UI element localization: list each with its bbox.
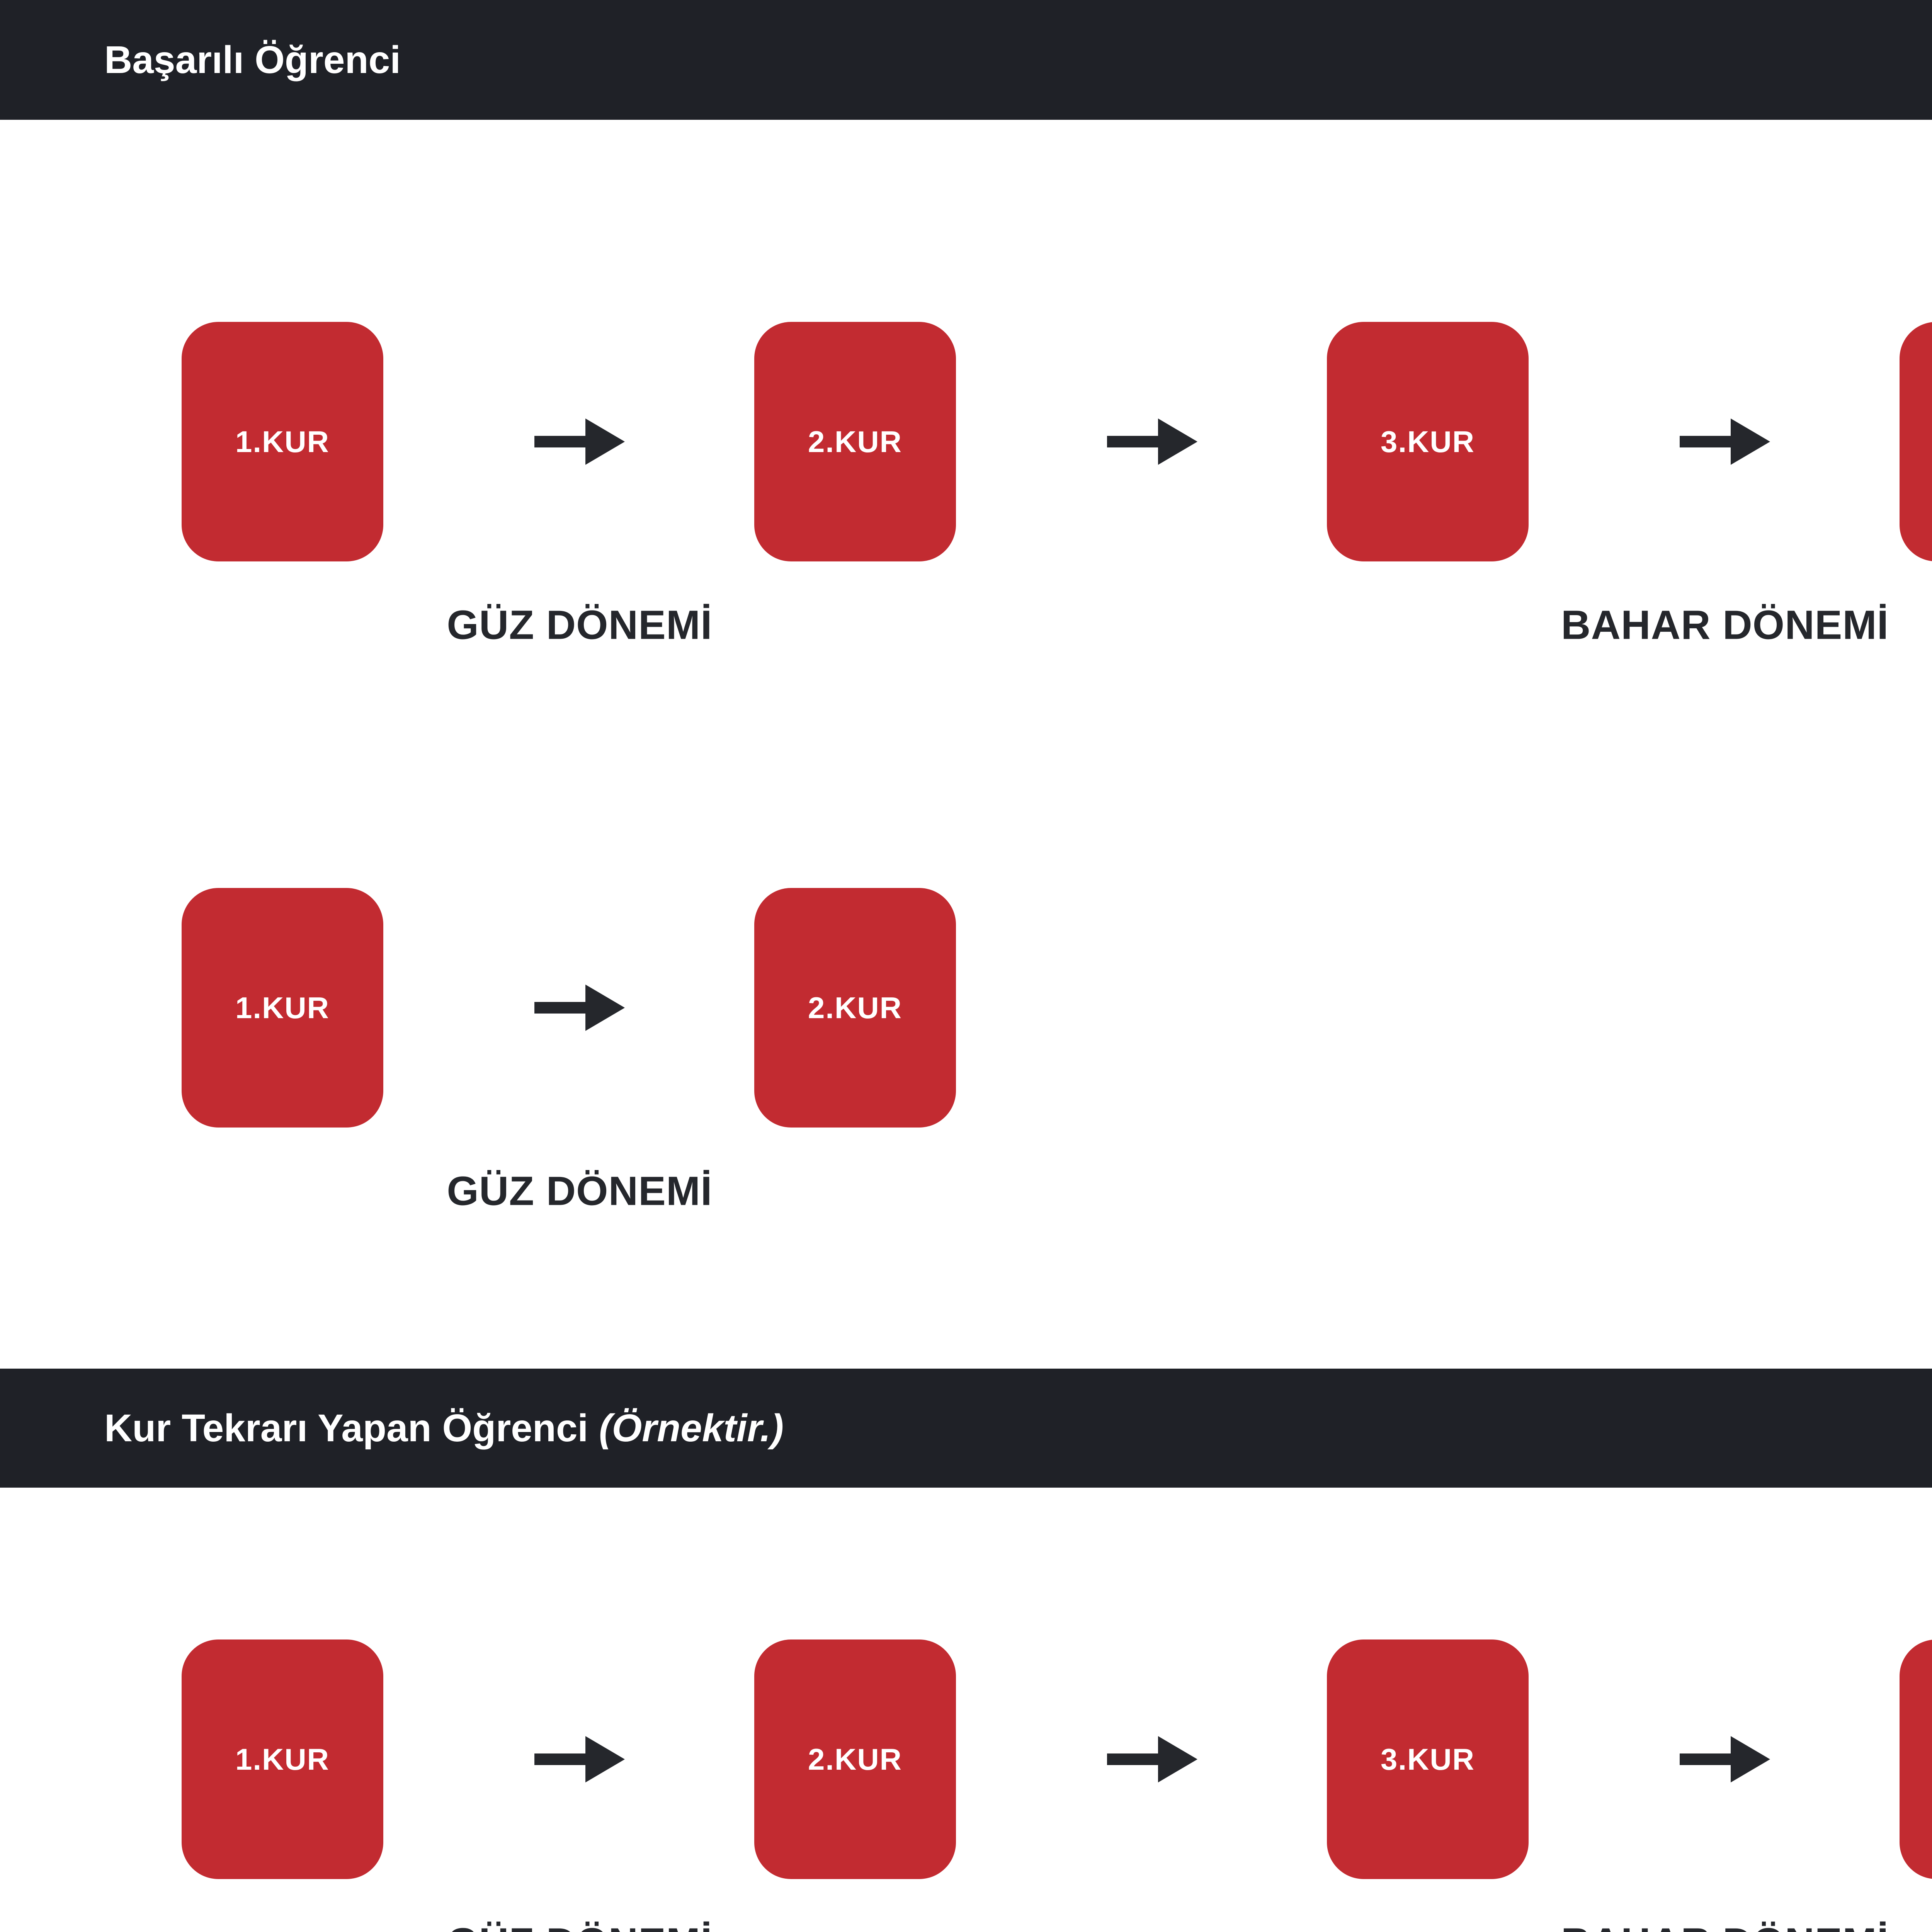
kur-box-label: 1.KUR: [235, 424, 330, 459]
arrow-right-icon: [534, 985, 625, 1031]
kur-box-2: 2.KUR: [754, 888, 956, 1128]
kur-box-4: 4.KUR: [1900, 1639, 1932, 1879]
kur-box-label: 3.KUR: [1380, 1742, 1475, 1776]
kur-box-3: 3.KUR: [1327, 1639, 1529, 1879]
kur-box-label: 2.KUR: [808, 990, 903, 1025]
semester-label-spring: BAHAR DÖNEMİ: [1561, 602, 1889, 648]
kur-box-2: 2.KUR: [754, 1639, 956, 1879]
semester-label-fall: GÜZ DÖNEMİ: [447, 602, 713, 648]
arrow-right-icon: [1680, 1736, 1770, 1782]
semester-label-spring: BAHAR DÖNEMİ: [1561, 1920, 1889, 1932]
kur-box-1: 1.KUR: [182, 1639, 383, 1879]
kur-box-label: 2.KUR: [808, 424, 903, 459]
section-title-course-repeat-student: Kur Tekrarı Yapan Öğrenci (Örnektir.): [0, 1406, 784, 1451]
kur-box-3: 3.KUR: [1327, 322, 1529, 561]
kur-box-label: 2.KUR: [808, 1742, 903, 1776]
section-header-successful-student: Başarılı Öğrenci: [0, 0, 1932, 120]
kur-box-1: 1.KUR: [182, 888, 383, 1128]
section-title-text: Kur Tekrarı Yapan Öğrenci: [104, 1406, 599, 1450]
arrow-right-icon: [1107, 1736, 1197, 1782]
section-title-italic-text: (Örnektir.): [599, 1406, 784, 1450]
semester-label-fall: GÜZ DÖNEMİ: [447, 1168, 713, 1214]
section-title-successful-student: Başarılı Öğrenci: [0, 38, 401, 82]
kur-box-label: 1.KUR: [235, 990, 330, 1025]
kur-box-2: 2.KUR: [754, 322, 956, 561]
kur-box-4: 4.KUR: [1900, 322, 1932, 561]
arrow-right-icon: [1107, 418, 1197, 465]
kur-box-1: 1.KUR: [182, 322, 383, 561]
arrow-right-icon: [1680, 418, 1770, 465]
arrow-right-icon: [534, 418, 625, 465]
kur-box-label: 3.KUR: [1380, 424, 1475, 459]
section-title-text: Başarılı Öğrenci: [104, 38, 401, 82]
arrow-right-icon: [534, 1736, 625, 1782]
section-header-course-repeat-student: Kur Tekrarı Yapan Öğrenci (Örnektir.): [0, 1369, 1932, 1488]
kur-box-label: 1.KUR: [235, 1742, 330, 1776]
semester-label-fall: GÜZ DÖNEMİ: [447, 1920, 712, 1932]
